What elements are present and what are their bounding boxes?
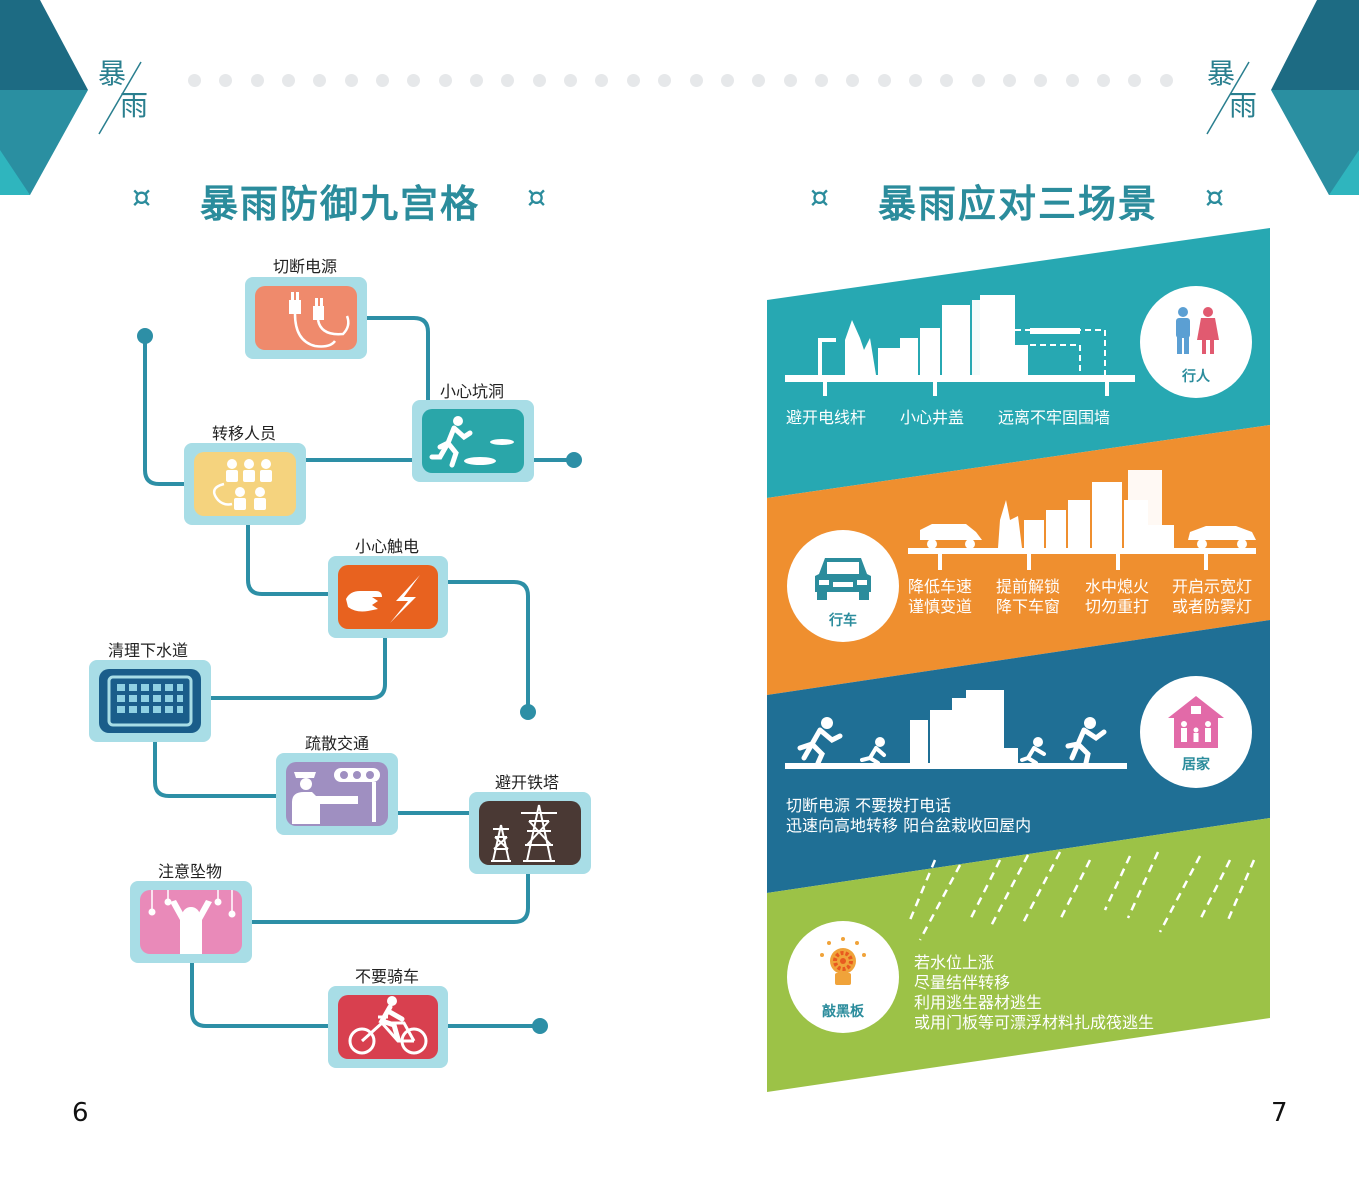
title-symbol: ¤ [1205, 180, 1225, 215]
dotted-divider [188, 74, 1173, 90]
right-page-title: 暴雨应对三场景 [878, 181, 1159, 226]
city-skyline-cars-icon [908, 470, 1256, 570]
pedestrian-tip: 避开电线杆 [786, 408, 867, 427]
scene-name: 敲黑板 [822, 1004, 864, 1020]
key-points-badge: 敲黑板 [787, 921, 899, 1033]
tag-char: 雨 [1229, 89, 1258, 122]
driving-tip: 开启示宽灯或者防雾灯 [1172, 577, 1253, 616]
tag-slash [1206, 61, 1250, 135]
pedestrian-badge: 行人 [1140, 286, 1252, 398]
home-badge: 居家 [1140, 676, 1252, 788]
card-beware-falling-objects [130, 881, 252, 963]
driving-badge: 行车 [787, 530, 899, 642]
drain-grate-icon [99, 669, 201, 733]
card-beware-pothole [412, 400, 534, 482]
lightbulb-gear-icon [820, 937, 866, 985]
home-tip: 迅速向高地转移 阳台盆栽收回屋内 [786, 816, 1032, 835]
title-symbol: ¤ [527, 180, 547, 215]
scene-name: 行车 [829, 613, 857, 629]
electric-shock-icon [338, 565, 438, 629]
scene-bands [767, 228, 1270, 1092]
scene-name: 行人 [1182, 369, 1210, 385]
card-avoid-power-tower [469, 792, 591, 874]
card-beware-electric-shock [328, 556, 448, 638]
plug-icon [255, 286, 357, 350]
tag-char: 暴 [1207, 57, 1236, 90]
falling-objects-icon [140, 890, 242, 954]
card-label: 清理下水道 [108, 641, 189, 660]
left-corner-decoration [0, 0, 88, 195]
scene-name: 居家 [1182, 757, 1210, 773]
card-label: 避开铁塔 [495, 773, 560, 792]
card-label: 疏散交通 [305, 734, 370, 753]
card-label: 注意坠物 [158, 862, 223, 881]
band-home [767, 620, 1270, 893]
city-skyline-runners-icon [785, 690, 1127, 769]
title-symbol: ¤ [132, 180, 152, 215]
people-group-icon [194, 452, 296, 516]
left-page-title: 暴雨防御九宫格 [200, 181, 481, 226]
driving-tip: 水中熄火切勿重打 [1085, 577, 1150, 616]
tag-char: 暴 [98, 57, 127, 90]
tag-char: 雨 [120, 89, 149, 122]
page-number-right: 7 [1271, 1098, 1288, 1128]
connector-lines [137, 316, 582, 1034]
right-corner-decoration [1271, 0, 1359, 195]
home-tip: 切断电源 不要拨打电话 [786, 796, 952, 815]
running-man-pothole-icon [422, 409, 524, 473]
card-label: 不要骑车 [355, 967, 420, 986]
card-clean-drain [89, 660, 211, 742]
card-label: 转移人员 [212, 424, 277, 443]
traffic-police-icon [286, 762, 388, 826]
power-tower-icon [479, 801, 581, 865]
rain-icon [908, 851, 1256, 941]
page-number-left: 6 [72, 1098, 89, 1128]
pedestrian-tip: 远离不牢固围墙 [998, 408, 1111, 427]
card-evacuate-people [184, 443, 306, 525]
card-cut-power [245, 277, 367, 359]
house-family-icon [1168, 696, 1224, 748]
bicycle-icon [338, 995, 438, 1059]
tag-slash [98, 61, 142, 135]
card-label: 切断电源 [273, 257, 338, 276]
city-skyline-icon [785, 295, 1135, 396]
card-no-cycling [328, 986, 448, 1068]
band-key-points [767, 818, 1270, 1092]
driving-tip: 降低车速谨慎变道 [908, 577, 973, 616]
key-points-tips: 若水位上涨 尽量结伴转移 利用逃生器材逃生 或用门板等可漂浮材料扎成筏逃生 [914, 953, 1155, 1032]
title-symbol: ¤ [810, 180, 830, 215]
pedestrian-icon [1176, 307, 1219, 354]
card-evacuate-traffic [276, 753, 398, 835]
car-icon [815, 558, 871, 600]
driving-tip: 提前解锁降下车窗 [996, 577, 1061, 616]
card-label: 小心触电 [355, 537, 420, 556]
pedestrian-tip: 小心井盖 [900, 408, 965, 427]
card-label: 小心坑洞 [440, 382, 505, 401]
